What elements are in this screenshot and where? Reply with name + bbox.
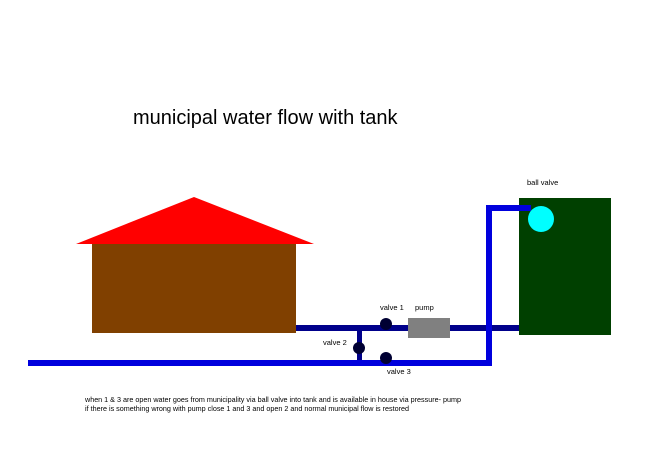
riser-pipe	[486, 205, 492, 366]
note-line-2: if there is something wrong with pump cl…	[85, 404, 409, 413]
house-supply-pipe	[296, 325, 519, 331]
valve-3-label: valve 3	[387, 367, 411, 376]
ball-valve	[528, 206, 554, 232]
valve-1-label: valve 1	[380, 303, 404, 312]
diagram-title: municipal water flow with tank	[133, 107, 399, 129]
house-roof	[76, 197, 314, 244]
valve-3	[380, 352, 392, 364]
municipal-main-pipe	[28, 360, 492, 366]
ball-valve-label: ball valve	[527, 178, 558, 187]
valve-2	[353, 342, 365, 354]
valve-2-label: valve 2	[323, 338, 347, 347]
note-line-1: when 1 & 3 are open water goes from muni…	[84, 395, 461, 404]
house-body	[92, 244, 296, 333]
pump-label: pump	[415, 303, 434, 312]
pump	[408, 318, 450, 338]
tank-inlet-pipe	[486, 205, 531, 211]
valve-1	[380, 318, 392, 330]
